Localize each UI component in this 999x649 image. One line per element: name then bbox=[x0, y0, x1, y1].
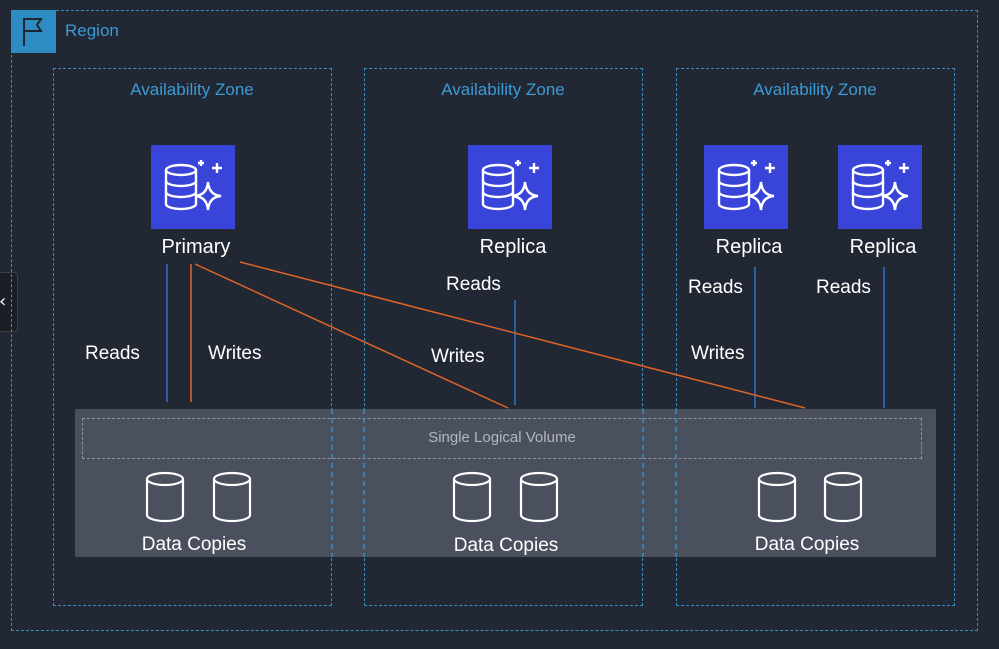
single-logical-volume-boundary bbox=[82, 418, 922, 459]
reads-label: Reads bbox=[446, 274, 501, 295]
disk-icon bbox=[452, 471, 492, 523]
reads-label: Reads bbox=[688, 277, 743, 298]
reads-label: Reads bbox=[816, 277, 871, 298]
availability-zone-2 bbox=[364, 68, 643, 606]
writes-label: Writes bbox=[691, 343, 745, 364]
disk-icon bbox=[757, 471, 797, 523]
data-copies-label: Data Copies bbox=[141, 534, 247, 555]
database-icon bbox=[704, 145, 788, 229]
writes-label: Writes bbox=[431, 346, 485, 367]
disk-icon bbox=[519, 471, 559, 523]
writes-label: Writes bbox=[208, 343, 262, 364]
single-logical-volume-label: Single Logical Volume bbox=[428, 429, 576, 446]
database-icon bbox=[838, 145, 922, 229]
side-panel-toggle[interactable]: ‹ bbox=[0, 272, 18, 332]
region-boundary bbox=[11, 10, 978, 631]
flag-icon bbox=[11, 10, 56, 53]
replica-instance-label: Replica bbox=[479, 236, 547, 258]
region-label: Region bbox=[65, 21, 119, 40]
primary-instance-label: Primary bbox=[161, 236, 231, 258]
write-line-az3 bbox=[239, 261, 806, 409]
chevron-left-icon: ‹ bbox=[0, 291, 6, 312]
replica-instance-label: Replica bbox=[715, 236, 783, 258]
replica-instance-label: Replica bbox=[849, 236, 917, 258]
disk-icon bbox=[212, 471, 252, 523]
database-icon bbox=[468, 145, 552, 229]
zone-label: Availability Zone bbox=[441, 80, 565, 99]
write-line-az2 bbox=[194, 263, 509, 409]
availability-zone-3 bbox=[676, 68, 955, 606]
data-copies-label: Data Copies bbox=[754, 534, 860, 555]
data-copies-label: Data Copies bbox=[453, 535, 559, 556]
availability-zone-1 bbox=[53, 68, 332, 606]
database-icon bbox=[151, 145, 235, 229]
disk-icon bbox=[823, 471, 863, 523]
disk-icon bbox=[145, 471, 185, 523]
reads-label: Reads bbox=[85, 343, 140, 364]
zone-label: Availability Zone bbox=[130, 80, 254, 99]
zone-label: Availability Zone bbox=[753, 80, 877, 99]
